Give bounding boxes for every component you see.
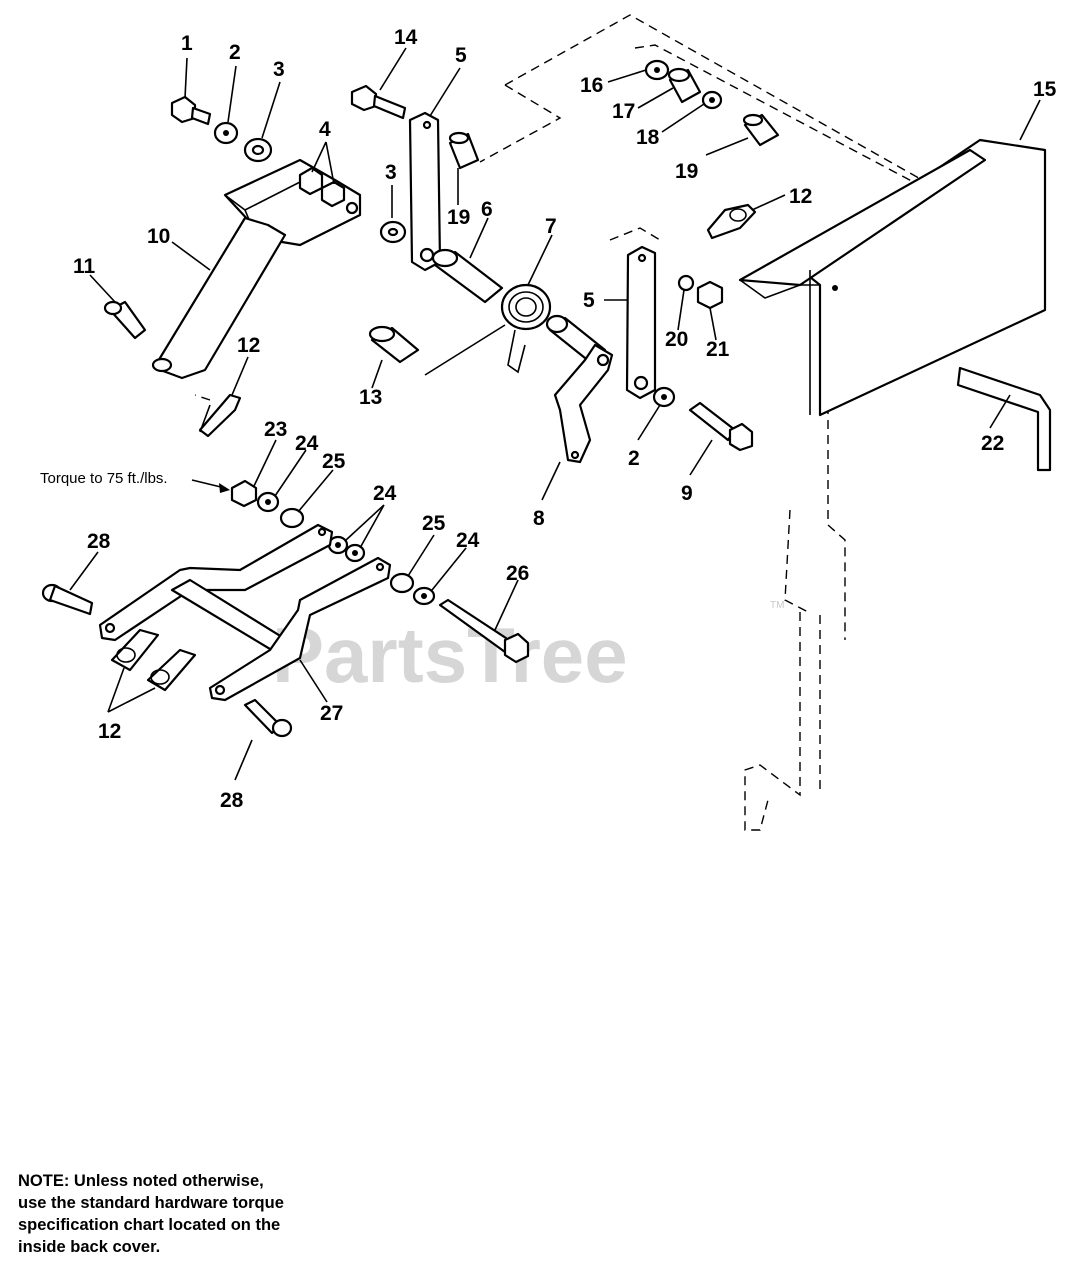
- part-2-washer-upper[interactable]: [213, 121, 239, 145]
- part-13-bushing[interactable]: [368, 325, 420, 364]
- hardware-torque-note: NOTE: Unless noted otherwise, use the st…: [18, 1170, 378, 1258]
- callout-1: 1: [181, 32, 193, 55]
- callout-23: 23: [264, 418, 287, 441]
- part-9-bolt[interactable]: [688, 401, 754, 452]
- part-3-spacer-mid[interactable]: [379, 220, 407, 244]
- watermark: PartsTree: [272, 611, 628, 699]
- part-5-link-upper[interactable]: [408, 111, 442, 272]
- callout-4: 4: [319, 118, 331, 141]
- part-22-rod[interactable]: [956, 366, 1052, 472]
- callout-10: 10: [147, 225, 170, 248]
- part-23-nut[interactable]: [230, 479, 258, 508]
- part-12-hairpin-left[interactable]: [198, 393, 242, 438]
- part-12-hairpin-upper-right[interactable]: [706, 203, 757, 240]
- part-24-washers-pair[interactable]: [327, 535, 366, 563]
- part-3-spacer-upper[interactable]: [243, 137, 273, 163]
- part-18-washer[interactable]: [701, 90, 723, 110]
- callout-20: 20: [665, 328, 688, 351]
- callout-3-mid: 3: [385, 161, 397, 184]
- torque-note: Torque to 75 ft./lbs.: [40, 470, 168, 487]
- leader-lines: [69, 47, 1041, 781]
- part-17-spacer[interactable]: [667, 67, 702, 104]
- callout-13: 13: [359, 386, 382, 409]
- part-8-lever[interactable]: [545, 314, 614, 464]
- callout-9: 9: [681, 482, 693, 505]
- callout-19: 19: [675, 160, 698, 183]
- part-1-bolt[interactable]: [170, 95, 212, 126]
- callout-2-right: 2: [628, 447, 640, 470]
- callout-24: 24: [295, 432, 319, 455]
- part-15-rear-shield[interactable]: [738, 138, 1047, 417]
- part-26-bolt[interactable]: [438, 598, 530, 664]
- part-14-bolt[interactable]: [350, 84, 407, 120]
- callout-28-upper: 28: [87, 530, 111, 553]
- part-27-lift-assembly[interactable]: [98, 523, 392, 702]
- callout-24-right: 24: [456, 529, 480, 552]
- part-2-washer-right[interactable]: [652, 386, 676, 408]
- note-line-2: use the standard hardware torque: [18, 1194, 284, 1212]
- callout-2: 2: [229, 41, 241, 64]
- callout-12-upper: 12: [789, 185, 812, 208]
- callout-3: 3: [273, 58, 285, 81]
- callout-15: 15: [1033, 78, 1057, 101]
- part-24-washer-right[interactable]: [412, 586, 436, 606]
- part-12-clips-lower[interactable]: [110, 628, 197, 692]
- callout-5-right: 5: [583, 289, 595, 312]
- callout-7: 7: [545, 215, 557, 238]
- callout-19-mid: 19: [447, 206, 470, 229]
- callout-18: 18: [636, 126, 660, 149]
- part-19-spacer-upper[interactable]: [742, 113, 780, 147]
- part-24-washer-left[interactable]: [256, 491, 280, 513]
- callout-21: 21: [706, 338, 730, 361]
- callout-25: 25: [322, 450, 346, 473]
- part-19-spacer-mid[interactable]: [448, 131, 480, 170]
- part-28-pin-lower[interactable]: [243, 698, 293, 738]
- part-28-pin-upper[interactable]: [41, 583, 94, 616]
- torque-arrow: [191, 479, 230, 493]
- callout-12-lower: 12: [98, 720, 121, 743]
- callout-5: 5: [455, 44, 467, 67]
- part-5-link-right[interactable]: [625, 245, 657, 400]
- note-line-1: NOTE: Unless noted otherwise,: [18, 1172, 264, 1190]
- callout-17: 17: [612, 100, 635, 123]
- callout-28-lower: 28: [220, 789, 244, 812]
- callout-12-left: 12: [237, 334, 260, 357]
- callout-16: 16: [580, 74, 603, 97]
- callout-24-pair: 24: [373, 482, 397, 505]
- note-line-3: specification chart located on the: [18, 1216, 281, 1234]
- trademark: TM: [770, 600, 784, 611]
- part-10-control-arm[interactable]: [151, 158, 362, 380]
- callout-14: 14: [394, 26, 418, 49]
- part-11-clevis-pin[interactable]: [103, 300, 147, 340]
- part-20-lockwasher[interactable]: [677, 274, 695, 292]
- callout-25-right: 25: [422, 512, 446, 535]
- part-6-sleeve[interactable]: [431, 248, 504, 304]
- part-21-nut[interactable]: [696, 280, 724, 310]
- part-25-spacer-left[interactable]: [279, 507, 305, 529]
- callout-22: 22: [981, 432, 1004, 455]
- callout-11: 11: [73, 255, 96, 278]
- note-line-4: inside back cover.: [18, 1238, 161, 1256]
- part-25-spacer-right[interactable]: [389, 572, 415, 594]
- callout-27: 27: [320, 702, 343, 725]
- part-7-torsion-spring[interactable]: [424, 283, 552, 376]
- callout-8: 8: [533, 507, 545, 530]
- callout-labels: 1 2 3 4 14 5 16 17 18 19 15 3 19 6 7 12 …: [73, 26, 1057, 812]
- callout-26: 26: [506, 562, 529, 585]
- callout-6: 6: [481, 198, 493, 221]
- part-16-washer[interactable]: [644, 59, 670, 81]
- part-4-nuts[interactable]: [298, 166, 346, 208]
